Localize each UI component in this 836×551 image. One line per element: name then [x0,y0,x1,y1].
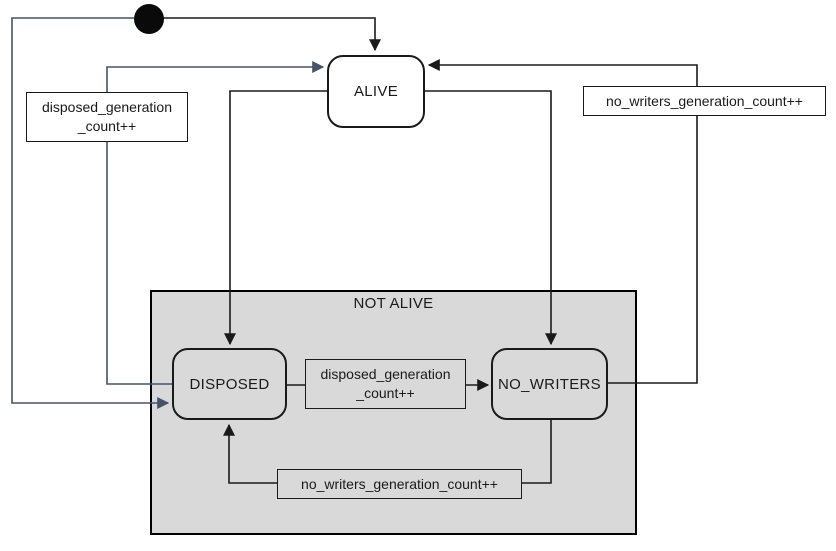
edge-initial-to-alive [163,17,381,52]
state-alive-label: ALIVE [353,83,399,100]
transition-label-line: _count++ [356,385,415,401]
state-no-writers-label: NO_WRITERS [497,375,601,393]
transition-label-line: disposed_generation [320,366,451,382]
transition-label-no-writers-to-disposed: no_writers_generation_count++ [277,469,522,499]
transition-label-line: _count++ [77,118,137,134]
transition-label-disposed-to-no-writers: disposed_generation _count++ [305,359,466,409]
state-disposed: DISPOSED [172,348,287,420]
transition-label-line: disposed_generation [42,99,172,115]
edge-alive-to-no-writers [424,90,557,346]
state-disposed-label: DISPOSED [189,375,270,393]
transition-label-line: no_writers_generation_count++ [301,475,498,492]
initial-state-dot [134,4,164,34]
not-alive-region-label: NOT ALIVE [353,295,434,312]
transition-label-disposed-to-alive: disposed_generation _count++ [26,92,188,142]
edge-no-writers-to-alive [427,59,698,384]
edge-disposed-to-alive [106,61,325,385]
state-no-writers: NO_WRITERS [491,348,608,420]
state-alive: ALIVE [327,55,425,128]
edge-initial-to-disposed [11,17,170,409]
transition-label-no-writers-to-alive: no_writers_generation_count++ [583,86,826,116]
transition-label-line: no_writers_generation_count++ [606,92,803,109]
edge-alive-to-disposed [224,90,327,346]
